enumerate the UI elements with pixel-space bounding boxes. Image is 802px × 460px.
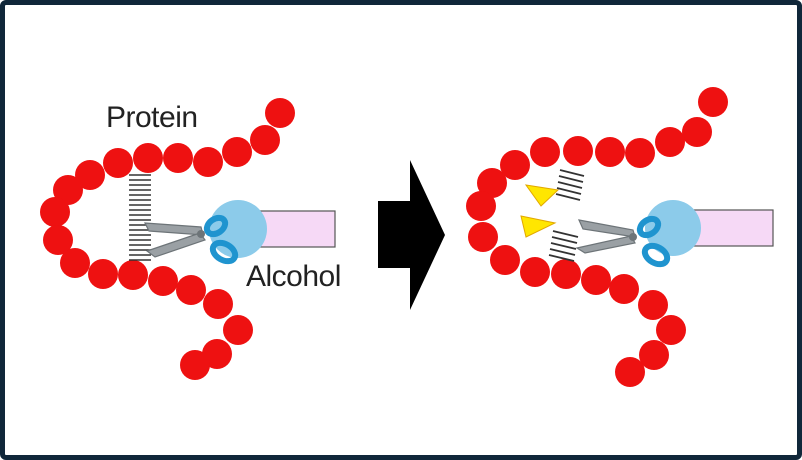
right-panel [466,87,774,387]
protein-bead [176,275,206,305]
protein-bead [180,350,210,380]
protein-bead [75,160,105,190]
protein-bead [53,175,83,205]
arrow-right-icon [378,160,445,310]
protein-bead [490,245,520,275]
protein-bead [148,266,178,296]
protein-bead [466,191,496,221]
hydrogen-bond-lines-upper [555,169,585,201]
left-panel [40,98,336,380]
protein-bead [639,340,669,370]
protein-bead [265,98,295,128]
alcohol-molecule-left [209,200,336,258]
protein-alcohol-diagram [40,87,774,387]
protein-bead [203,289,233,319]
protein-bead [118,260,148,290]
protein-bead [43,225,73,255]
protein-bead [88,259,118,289]
protein-label: Protein [106,101,198,134]
protein-bead [609,274,639,304]
protein-bead [625,138,655,168]
protein-bead [40,197,70,227]
protein-bead [530,137,560,167]
protein-bead [698,87,728,117]
protein-bead [638,290,668,320]
alcohol-molecule-right [645,200,774,256]
protein-bead [655,127,685,157]
protein-bead [133,143,163,173]
spark-icon [520,215,557,238]
protein-bead [520,257,550,287]
protein-chain-left [40,98,295,380]
protein-bead [615,357,645,387]
protein-bead [193,147,223,177]
protein-bead [551,259,581,289]
alcohol-label: Alcohol [246,260,341,293]
protein-bead [682,117,712,147]
protein-bead [60,248,90,278]
protein-bead [500,150,530,180]
protein-bead [477,168,507,198]
protein-bead [250,125,280,155]
protein-bead [223,315,253,345]
hydrogen-bond-lines-lower [548,230,579,262]
hydrogen-bond-lines-left [129,174,151,261]
protein-bead [563,136,593,166]
protein-bead [468,222,498,252]
protein-bead [163,143,193,173]
scissors-icon [143,214,239,265]
scissors-icon [575,215,671,268]
protein-bead [581,265,611,295]
protein-bead [595,137,625,167]
spark-icon [524,184,560,207]
protein-chain-right [466,87,728,387]
protein-bead [222,137,252,167]
protein-bead [656,315,686,345]
protein-bead [103,148,133,178]
